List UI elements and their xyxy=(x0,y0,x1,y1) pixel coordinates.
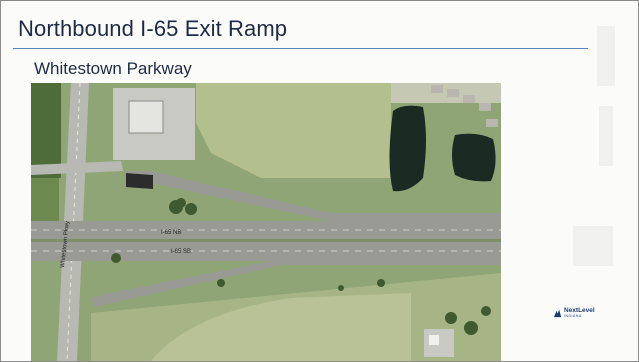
nextlevel-logo: NextLevel INDIANA xyxy=(553,307,595,318)
field-patch xyxy=(151,293,411,361)
aerial-map: I-65 NB I-65 SB Whitestown Pkwy xyxy=(31,83,501,361)
ghost-mark xyxy=(573,226,613,266)
pond xyxy=(389,105,426,192)
logo-subtext: INDIANA xyxy=(564,313,582,318)
label-i65-sb: I-65 SB xyxy=(171,249,191,255)
slide-title: Northbound I-65 Exit Ramp xyxy=(18,16,288,41)
pond xyxy=(452,133,496,182)
ghost-mark xyxy=(599,106,613,166)
label-i65-nb: I-65 NB xyxy=(161,230,181,236)
cross-road xyxy=(31,161,123,175)
field-patch xyxy=(196,83,391,178)
on-ramp xyxy=(91,259,501,307)
logo-wordmark: NextLevel xyxy=(564,307,595,314)
residential xyxy=(391,83,501,103)
aerial-photo: I-65 NB I-65 SB Whitestown Pkwy xyxy=(31,83,501,361)
median xyxy=(31,239,501,242)
building xyxy=(429,335,439,345)
ramp-pavement-new xyxy=(126,173,153,189)
label-street: Whitestown Pkwy xyxy=(60,221,71,268)
exit-ramp xyxy=(126,171,501,221)
slide-subtitle: Whitestown Parkway xyxy=(34,59,192,78)
houses xyxy=(431,85,498,127)
building xyxy=(128,100,164,134)
nextlevel-logo-icon xyxy=(553,309,562,317)
title-divider xyxy=(13,48,588,49)
tree-strip xyxy=(31,83,61,178)
trees xyxy=(111,198,491,343)
ghost-mark xyxy=(597,26,615,86)
